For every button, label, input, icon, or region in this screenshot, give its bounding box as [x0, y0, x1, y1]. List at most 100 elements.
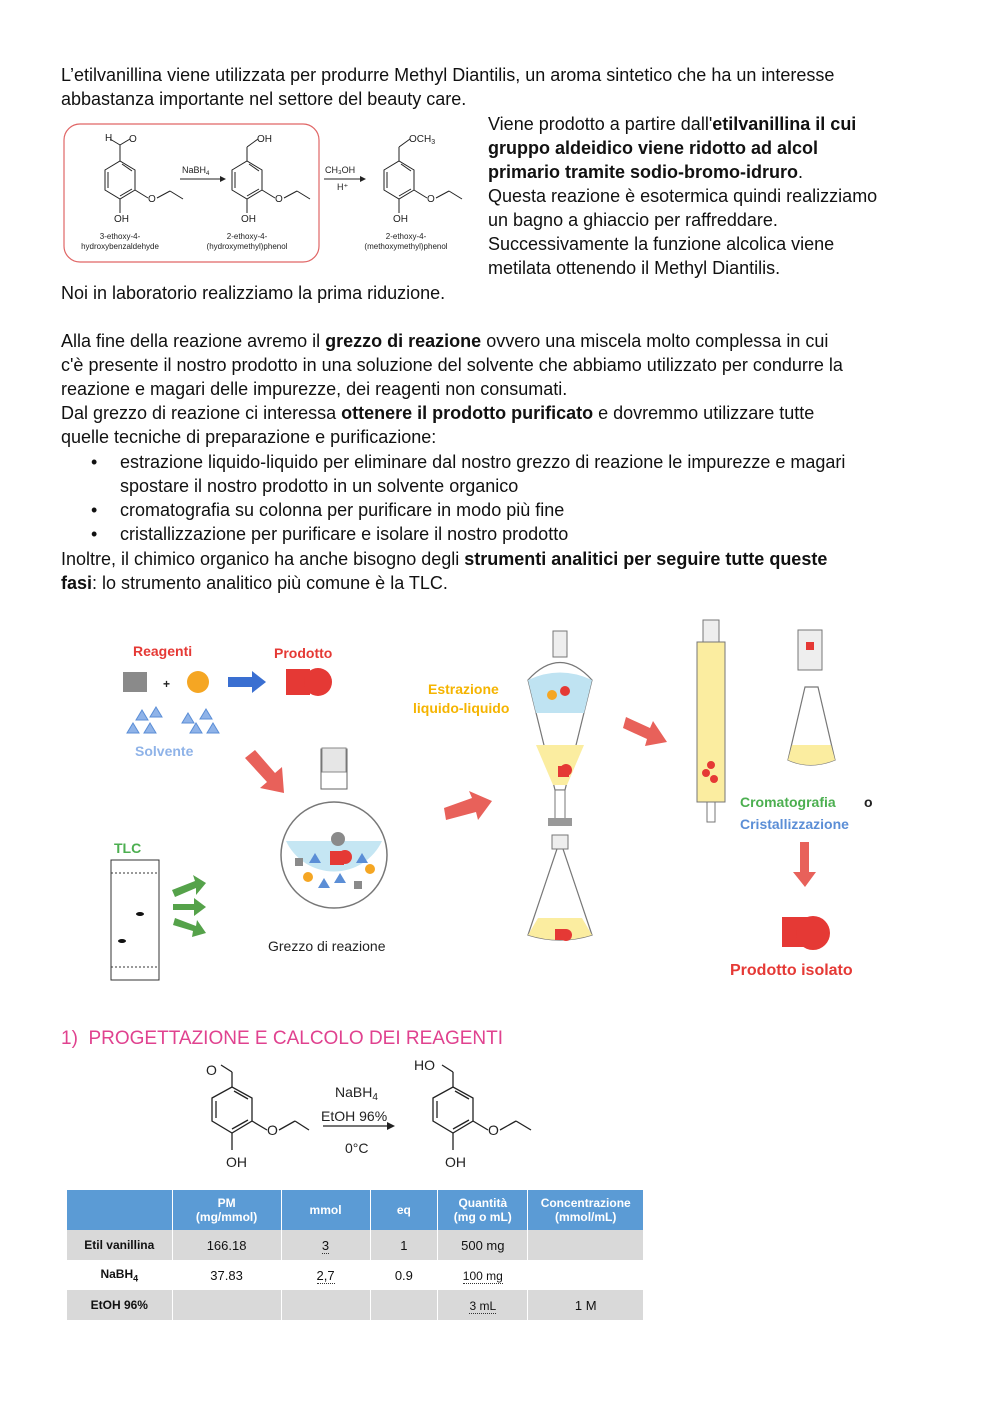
cell-name: EtOH 96% — [67, 1290, 173, 1320]
cell-qty: 500 mg — [437, 1230, 529, 1260]
intro-line-1: L’etilvanillina viene utilizzata per pro… — [61, 65, 835, 85]
cell-conc — [527, 1260, 644, 1290]
ether-o-label-2: O — [275, 194, 283, 205]
table-row: Etil vanillina 166.18 3 1 500 mg — [67, 1230, 644, 1260]
oh-label-phenol-2: OH — [445, 1154, 466, 1170]
plus-sign: + — [163, 677, 170, 691]
list-item: •estrazione liquido-liquido per eliminar… — [91, 452, 846, 496]
tlc-plate — [110, 859, 160, 981]
o-label-ether-2: O — [488, 1122, 499, 1138]
para-2-line-3: reazione e magari delle impurezze, dei r… — [61, 379, 568, 399]
oh-label-ch2: OH — [257, 134, 272, 145]
cell-mmol: 3 — [281, 1230, 371, 1260]
side-line-6: Successivamente la funzione alcolica vie… — [488, 234, 835, 254]
para-1: Noi in laboratorio realizziamo la prima … — [61, 283, 446, 303]
tlc-spot-2 — [118, 939, 126, 943]
ether-o-label-3: O — [427, 194, 435, 205]
reagent-nabh4: NaBH4 — [182, 165, 210, 177]
reagent-acid: H⁺ — [337, 182, 348, 192]
o-label-ether-1: O — [267, 1122, 278, 1138]
intro-line-2: abbastanza importante nel settore del be… — [61, 89, 467, 109]
cell-eq: 1 — [370, 1230, 439, 1260]
ether-o-label-1: O — [148, 194, 156, 205]
para-2-line-1: Alla fine della reazione avremo il grezz… — [61, 331, 829, 351]
och3-label: OCH3 — [409, 134, 435, 146]
name-1a: 3-ethoxy-4- — [100, 232, 141, 241]
section-1-heading: 1) PROGETTAZIONE E CALCOLO DEI REAGENTI — [61, 1028, 504, 1049]
cell-conc: 1 M — [527, 1290, 644, 1320]
reaction-scheme-reduction: O O OH HO O OH NaBH4 EtOH 96% 0°C — [206, 1057, 532, 1170]
reaction-scheme-etilvanillina: H O O OH OH O OH OCH3 O OH NaBH4 CH₃OH H… — [63, 123, 463, 263]
reaction-flask — [280, 747, 388, 909]
list-item: •cromatografia su colonna per purificare… — [91, 500, 565, 520]
cell-pm: 166.18 — [172, 1230, 282, 1260]
temperature: 0°C — [345, 1140, 369, 1156]
cell-name: Etil vanillina — [67, 1230, 173, 1260]
label-grezzo: Grezzo di reazione — [268, 938, 386, 954]
name-2b: (hydroxymethyl)phenol — [207, 242, 288, 251]
reagent-circle — [187, 671, 209, 693]
crystallization-flask — [787, 629, 836, 766]
reduction-arrow — [323, 1122, 395, 1130]
cell-pm — [172, 1290, 282, 1320]
ho-label: HO — [414, 1057, 435, 1073]
side-line-7: metilata ottenendo il Methyl Diantilis. — [488, 258, 781, 278]
label-cristallizzazione: Cristallizzazione — [740, 816, 849, 832]
oh-label-1: OH — [114, 214, 129, 225]
para-3-line-1: Inoltre, il chimico organico ha anche bi… — [61, 549, 828, 569]
table-row: NaBH4 37.83 2,7 0.9 100 mg — [67, 1260, 644, 1290]
label-prodotto-isolato: Prodotto isolato — [730, 962, 853, 979]
reagent-methanol: CH₃OH — [325, 165, 355, 175]
side-line-4: Questa reazione è esotermica quindi real… — [488, 186, 878, 206]
cell-eq: 0.9 — [370, 1260, 439, 1290]
label-prodotto: Prodotto — [274, 645, 332, 661]
cell-mmol — [281, 1290, 371, 1320]
oh-label-2: OH — [241, 214, 256, 225]
blue-arrow — [228, 671, 266, 693]
arrow-to-column — [623, 717, 667, 746]
side-line-3: primario tramite sodio-bromo-idruro. — [488, 162, 804, 182]
o-label-aldehyde: O — [206, 1062, 217, 1078]
arrow-to-funnel — [444, 791, 492, 820]
cell-conc — [527, 1230, 644, 1260]
arrow-to-flask — [245, 750, 284, 793]
reaction-arrow-1 — [180, 176, 226, 182]
side-line-2: gruppo aldeidico viene ridotto ad alcol — [488, 138, 819, 158]
header-pm: PM(mg/mmol) — [172, 1190, 282, 1230]
chromatography-column — [696, 619, 726, 823]
label-solvente: Solvente — [135, 743, 194, 759]
reagents-table: PM(mg/mmol) mmol eq Quantità(mg o mL) Co… — [67, 1190, 644, 1320]
oh-label-phenol-1: OH — [226, 1154, 247, 1170]
table-row: EtOH 96% 3 mL 1 M — [67, 1290, 644, 1320]
label-o: o — [864, 794, 873, 810]
header-empty — [67, 1190, 173, 1230]
name-1b: hydroxybenzaldehyde — [81, 242, 159, 251]
cell-mmol: 2,7 — [281, 1260, 371, 1290]
solvent-triangles — [126, 706, 220, 734]
label-tlc: TLC — [114, 840, 141, 856]
side-line-5: un bagno a ghiaccio per raffreddare. — [488, 210, 778, 230]
para-2-line-5: quelle tecniche di preparazione e purifi… — [61, 427, 437, 447]
side-line-1: Viene prodotto a partire dall'etilvanill… — [488, 114, 857, 134]
cell-pm: 37.83 — [172, 1260, 282, 1290]
aldehyde-h-label: H — [105, 133, 112, 144]
process-figure: Reagenti Prodotto Solvente TLC Grezzo di… — [110, 619, 873, 981]
reagent-square — [123, 672, 147, 692]
solvent-etoh: EtOH 96% — [321, 1108, 387, 1124]
table-header-row: PM(mg/mmol) mmol eq Quantità(mg o mL) Co… — [67, 1190, 644, 1230]
oh-label-3: OH — [393, 214, 408, 225]
cell-eq — [370, 1290, 439, 1320]
header-concentrazione: Concentrazione(mmol/mL) — [527, 1190, 644, 1230]
cell-name: NaBH4 — [67, 1260, 173, 1290]
reaction-arrow-2 — [324, 176, 366, 182]
header-mmol: mmol — [281, 1190, 371, 1230]
isolated-circle — [796, 916, 830, 950]
label-estrazione-2: liquido-liquido — [413, 700, 509, 716]
arrow-down-isolated — [793, 842, 816, 887]
green-arrows — [172, 875, 206, 937]
label-cromatografia: Cromatografia — [740, 794, 836, 810]
separatory-funnel — [527, 630, 593, 941]
header-quantita: Quantità(mg o mL) — [437, 1190, 529, 1230]
aldehyde-o-label: O — [129, 134, 137, 145]
para-3-line-2: fasi: lo strumento analitico più comune … — [61, 573, 448, 593]
